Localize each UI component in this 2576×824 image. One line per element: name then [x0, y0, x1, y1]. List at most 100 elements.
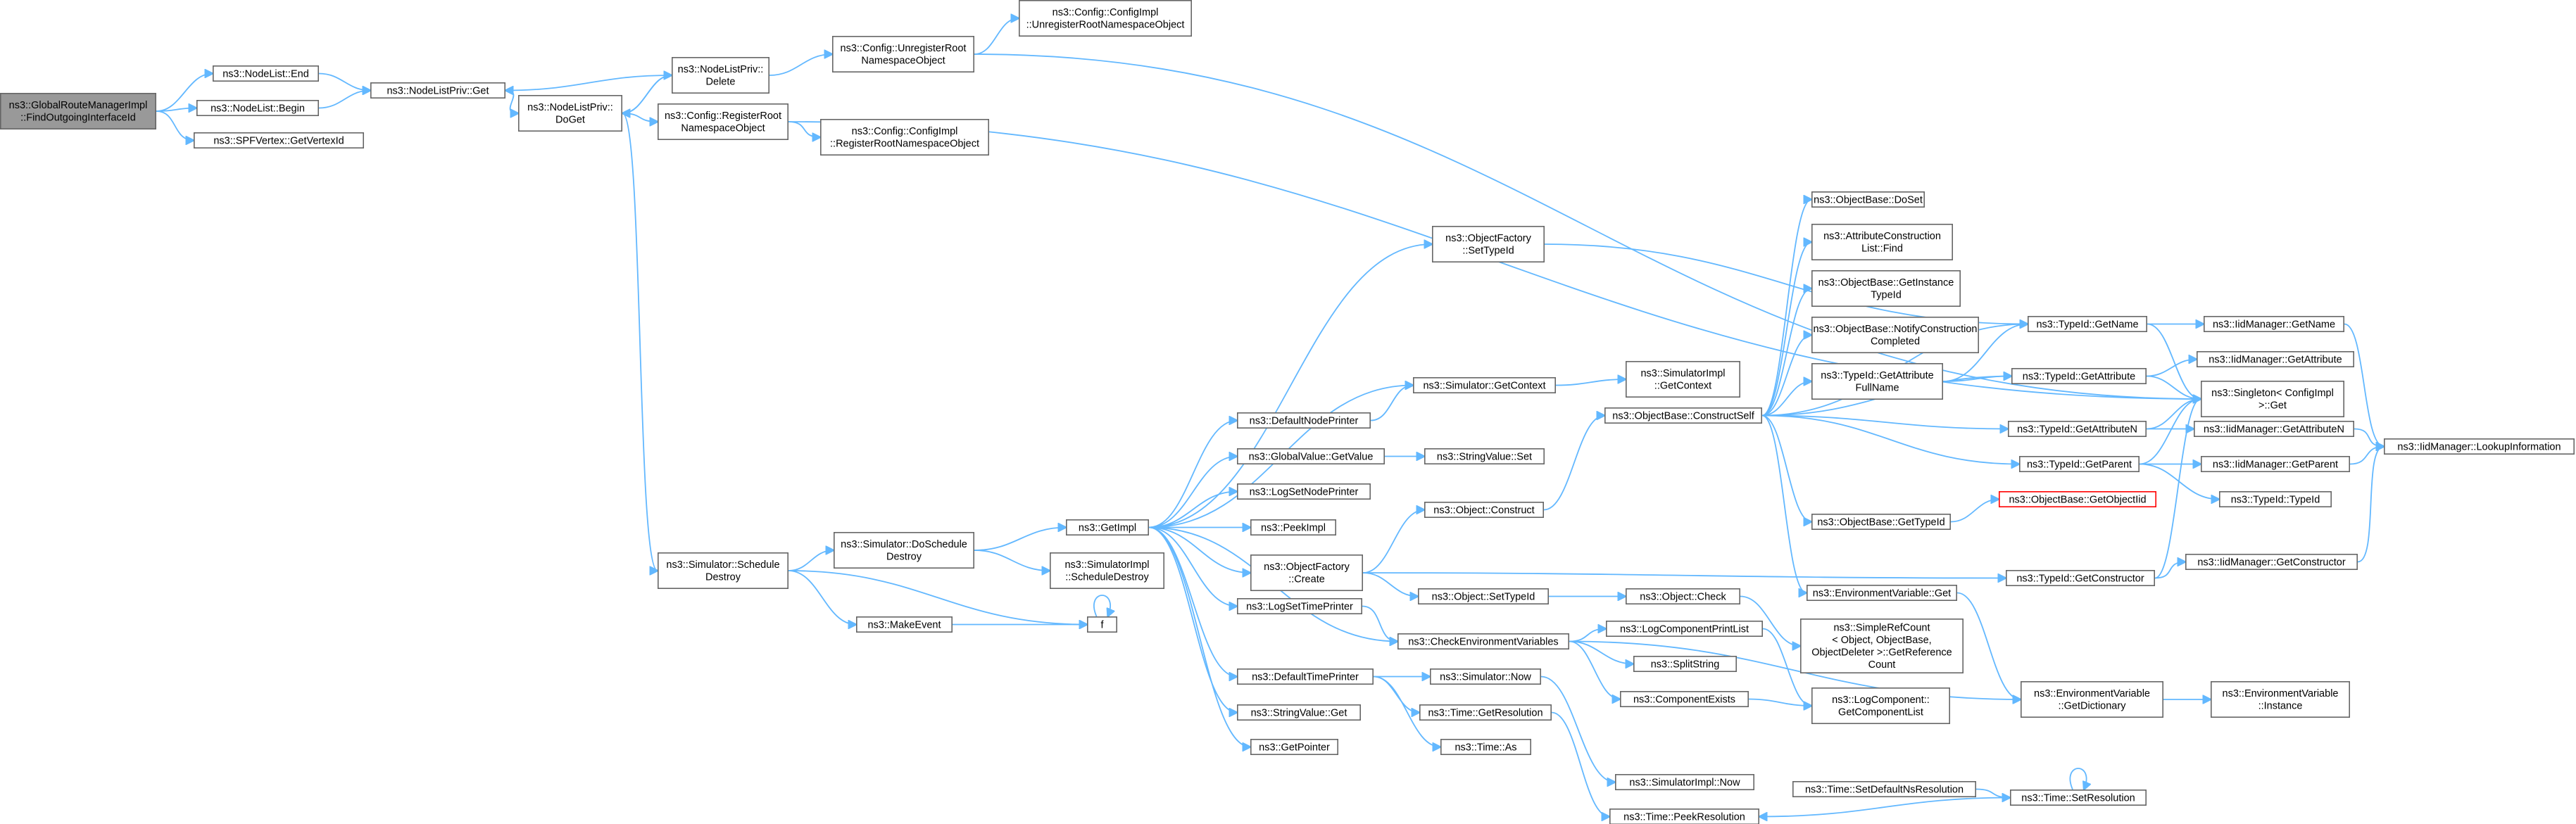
node-label: TypeId — [1871, 290, 1902, 301]
node-nlp-delete[interactable]: ns3::NodeListPriv::Delete — [671, 57, 769, 94]
node-cfgimpl-reg[interactable]: ns3::Config::ConfigImpl::RegisterRootNam… — [820, 119, 990, 156]
edge-get-impl-to-get-pointer — [1148, 526, 1250, 747]
node-root[interactable]: ns3::GlobalRouteManagerImpl::FindOutgoin… — [0, 93, 156, 130]
node-box — [1424, 501, 1545, 518]
node-peek-impl[interactable]: ns3::PeekImpl — [1250, 519, 1337, 535]
node-sim-sched-destroy[interactable]: ns3::Simulator::ScheduleDestroy — [657, 552, 788, 589]
node-check-env-vars[interactable]: ns3::CheckEnvironmentVariables — [1397, 633, 1570, 649]
node-typeid-getconstructor[interactable]: ns3::TypeId::GetConstructor — [2006, 569, 2156, 586]
node-cfg-reg[interactable]: ns3::Config::RegisterRootNamespaceObject — [657, 103, 788, 141]
node-label: ns3::ObjectBase::ConstructSelf — [1612, 410, 1754, 421]
node-label: ns3::GetPointer — [1259, 742, 1330, 753]
node-make-event[interactable]: ns3::MakeEvent — [856, 616, 953, 633]
node-label: Delete — [706, 77, 736, 88]
node-nlp-get[interactable]: ns3::NodeListPriv::Get — [370, 82, 505, 99]
node-simimpl-sched-destroy[interactable]: ns3::SimulatorImpl::ScheduleDestroy — [1050, 552, 1165, 589]
node-typeid-getattributen[interactable]: ns3::TypeId::GetAttributeN — [2008, 420, 2147, 437]
node-iidm-getname[interactable]: ns3::IidManager::GetName — [2204, 315, 2345, 332]
node-logcomponent-getlist[interactable]: ns3::LogComponent::GetComponentList — [1811, 687, 1951, 724]
node-stringvalue-set[interactable]: ns3::StringValue::Set — [1424, 448, 1545, 464]
node-iidm-getattribute[interactable]: ns3::IidManager::GetAttribute — [2197, 350, 2355, 367]
edge-time-setresolution-to-time-peekresolution — [1759, 797, 2011, 817]
node-label: ns3::ObjectBase::GetObjectIid — [2009, 494, 2146, 505]
node-box — [834, 531, 975, 569]
node-obj-settypeid[interactable]: ns3::Object::SetTypeId — [1418, 588, 1550, 604]
node-objbase-notify[interactable]: ns3::ObjectBase::NotifyConstructionCompl… — [1811, 316, 1980, 353]
node-label: ns3::GetImpl — [1079, 522, 1136, 533]
node-time-setresolution[interactable]: ns3::Time::SetResolution — [2010, 790, 2147, 806]
node-box — [1397, 633, 1570, 649]
node-box — [1237, 597, 1363, 614]
node-envvar-instance[interactable]: ns3::EnvironmentVariable::Instance — [2211, 680, 2351, 718]
node-get-impl[interactable]: ns3::GetImpl — [1066, 519, 1150, 535]
node-objbase-gettypeid[interactable]: ns3::ObjectBase::GetTypeId — [1811, 513, 1952, 530]
node-stringvalue-get[interactable]: ns3::StringValue::Get — [1237, 704, 1362, 721]
node-split-string[interactable]: ns3::SplitString — [1633, 655, 1738, 672]
node-f[interactable]: f — [1087, 616, 1118, 633]
node-label: ns3::TypeId::GetAttribute — [1821, 370, 1933, 381]
node-simimpl-getcontext[interactable]: ns3::SimulatorImpl::GetContext — [1626, 360, 1741, 398]
node-label: FullName — [1855, 383, 1899, 394]
node-label: Destroy — [886, 552, 922, 563]
node-box — [1811, 191, 1925, 208]
node-cfgimpl-unreg[interactable]: ns3::Config::ConfigImpl::UnregisterRootN… — [1019, 0, 1193, 37]
edge-iidm-getname-to-iidm-lookup — [2344, 323, 2384, 447]
node-default-time-printer[interactable]: ns3::DefaultTimePrinter — [1237, 668, 1374, 685]
node-label: ns3::NodeListPriv:: — [527, 102, 613, 113]
node-label: ns3::TypeId::GetConstructor — [2016, 573, 2144, 584]
node-objbase-getobjectiid[interactable]: ns3::ObjectBase::GetObjectIid — [1999, 490, 2157, 507]
node-obj-factory-settypeid[interactable]: ns3::ObjectFactory::SetTypeId — [1432, 225, 1545, 262]
node-box — [2021, 680, 2164, 718]
node-nlp-doget[interactable]: ns3::NodeListPriv::DoGet — [517, 95, 622, 132]
node-get-pointer[interactable]: ns3::GetPointer — [1250, 739, 1339, 756]
edge-objbase-constructself-to-objbase-getinstancetypeid — [1761, 289, 1811, 417]
node-nl-begin[interactable]: ns3::NodeList::Begin — [196, 100, 319, 117]
node-label: ns3::Simulator::GetContext — [1423, 380, 1545, 391]
node-simple-refcount[interactable]: ns3::SimpleRefCount< Object, ObjectBase,… — [1800, 618, 1964, 673]
node-objbase-constructself[interactable]: ns3::ObjectBase::ConstructSelf — [1604, 407, 1763, 424]
node-objbase-doset[interactable]: ns3::ObjectBase::DoSet — [1811, 191, 1925, 208]
node-log-component-print-list[interactable]: ns3::LogComponentPrintList — [1606, 620, 1764, 637]
node-sim-getcontext[interactable]: ns3::Simulator::GetContext — [1413, 376, 1557, 393]
node-box — [2194, 420, 2355, 437]
node-envvar-getdictionary[interactable]: ns3::EnvironmentVariable::GetDictionary — [2021, 680, 2164, 718]
node-box — [2204, 315, 2345, 332]
node-time-as[interactable]: ns3::Time::As — [1440, 739, 1532, 756]
node-typeid-typeid[interactable]: ns3::TypeId::TypeId — [2219, 490, 2332, 507]
node-label: ns3::DefaultNodePrinter — [1250, 415, 1359, 426]
node-simimpl-now[interactable]: ns3::SimulatorImpl::Now — [1615, 774, 1755, 791]
node-default-node-printer[interactable]: ns3::DefaultNodePrinter — [1237, 412, 1371, 429]
node-typeid-getattribute[interactable]: ns3::TypeId::GetAttribute — [2011, 367, 2147, 384]
node-label: ns3::Config::UnregisterRoot — [841, 43, 967, 54]
node-obj-factory-create[interactable]: ns3::ObjectFactory::Create — [1250, 554, 1364, 591]
node-iidm-getconstructor[interactable]: ns3::IidManager::GetConstructor — [2185, 553, 2358, 570]
node-component-exists[interactable]: ns3::ComponentExists — [1620, 690, 1749, 707]
node-envvar-get[interactable]: ns3::EnvironmentVariable::Get — [1807, 584, 1958, 601]
node-time-peekresolution[interactable]: ns3::Time::PeekResolution — [1609, 809, 1760, 824]
node-label: ::Create — [1288, 574, 1325, 585]
edge-sim-sched-destroy-to-make-event — [788, 570, 856, 625]
node-time-set-default-ns[interactable]: ns3::Time::SetDefaultNsResolution — [1792, 781, 1977, 798]
node-typeid-getparent[interactable]: ns3::TypeId::GetParent — [2019, 455, 2140, 472]
node-spf-getvertexid[interactable]: ns3::SPFVertex::GetVertexId — [193, 132, 364, 149]
node-globalvalue-getvalue[interactable]: ns3::GlobalValue::GetValue — [1237, 448, 1386, 464]
node-label: ns3::TypeId::GetAttributeN — [2017, 424, 2137, 435]
node-obj-construct[interactable]: ns3::Object::Construct — [1424, 501, 1545, 518]
node-iidm-getattributen[interactable]: ns3::IidManager::GetAttributeN — [2194, 420, 2355, 437]
node-log-set-time-printer[interactable]: ns3::LogSetTimePrinter — [1237, 597, 1363, 614]
node-obj-check[interactable]: ns3::Object::Check — [1626, 588, 1741, 604]
node-singleton-get[interactable]: ns3::Singleton< ConfigImpl>::Get — [2201, 380, 2345, 417]
node-nl-end[interactable]: ns3::NodeList::End — [212, 65, 319, 82]
node-iidm-getparent[interactable]: ns3::IidManager::GetParent — [2201, 455, 2351, 472]
node-iidm-lookup[interactable]: ns3::IidManager::LookupInformation — [2384, 438, 2575, 455]
node-typeid-getname[interactable]: ns3::TypeId::GetName — [2028, 315, 2148, 332]
node-cfg-unreg[interactable]: ns3::Config::UnregisterRootNamespaceObje… — [832, 35, 975, 73]
edge-default-time-printer-to-time-getresolution — [1373, 676, 1419, 713]
node-time-getresolution[interactable]: ns3::Time::GetResolution — [1419, 704, 1552, 721]
node-sim-now[interactable]: ns3::Simulator::Now — [1430, 668, 1542, 685]
node-log-set-node-printer[interactable]: ns3::LogSetNodePrinter — [1237, 483, 1371, 500]
